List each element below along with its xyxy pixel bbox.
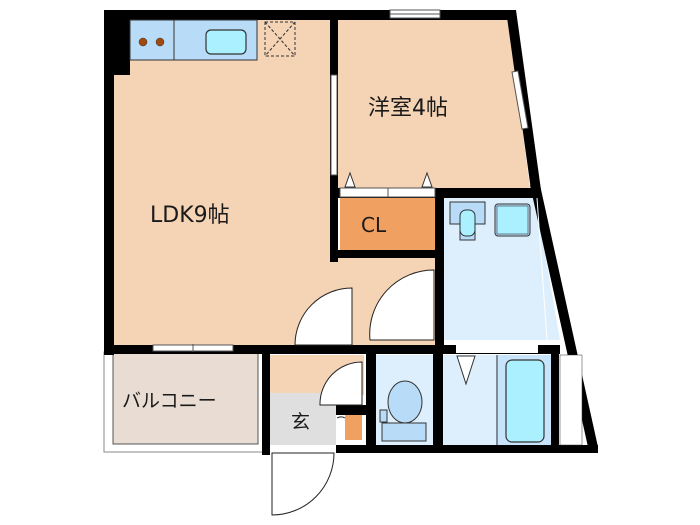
ldk-label: LDK9帖 [150, 203, 230, 228]
toilet-bowl-icon [387, 380, 423, 424]
bathtub [496, 355, 545, 445]
entrance-label: 玄 [291, 411, 310, 433]
fridge-space-icon [264, 21, 296, 57]
shoe-box [345, 415, 362, 440]
bathtub-icon [505, 359, 545, 443]
western-room-floor [336, 18, 530, 188]
toilet-fixture [379, 380, 427, 442]
closet-label: CL [361, 213, 387, 237]
ldk-floor [114, 18, 336, 350]
sink-icon [205, 29, 247, 55]
kitchen-counter [129, 19, 296, 61]
doors [271, 269, 435, 516]
stove-burner-icon [155, 37, 165, 47]
stove-burner-icon [138, 37, 148, 47]
closet-floor [340, 198, 435, 250]
western-room-label: 洋室4帖 [368, 96, 448, 121]
balcony-inner [112, 351, 259, 445]
walls [104, 10, 598, 455]
balcony-label: バルコニー [122, 390, 217, 412]
washroom-fixtures [449, 197, 548, 341]
windows [152, 9, 583, 453]
